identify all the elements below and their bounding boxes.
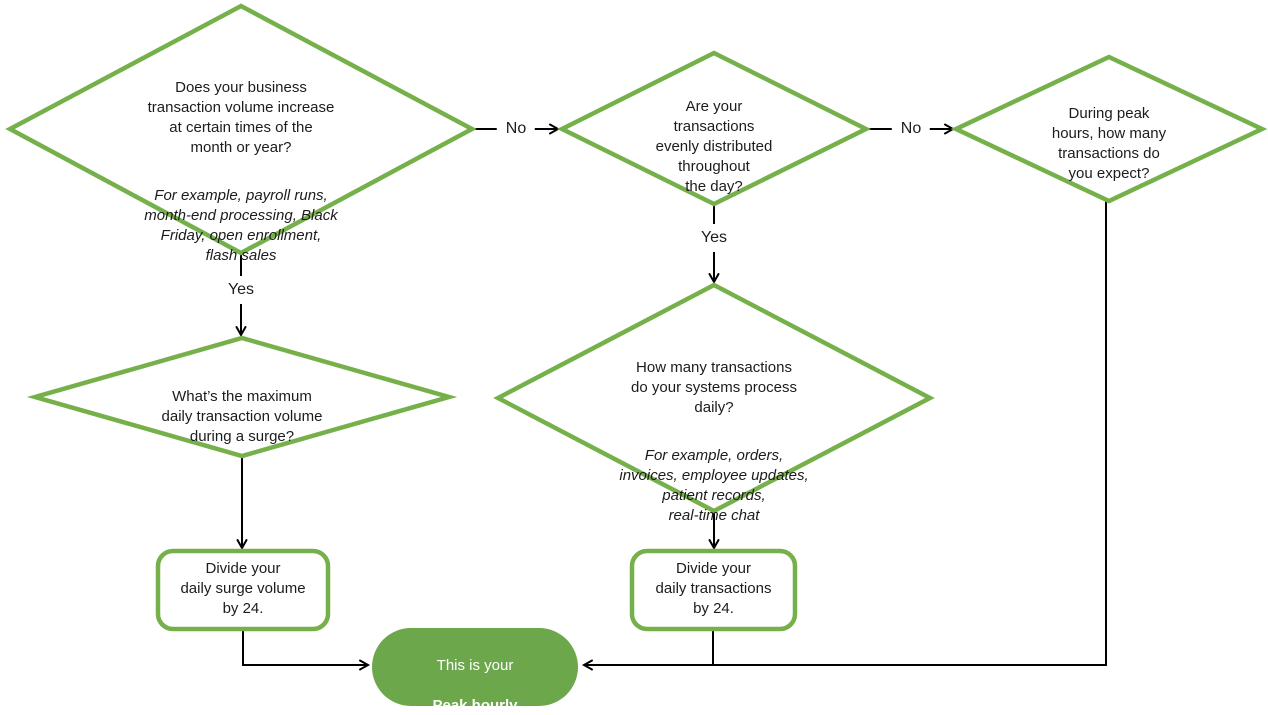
result-emphasis: Peak hourly transaction volume (432, 697, 518, 714)
edge-peakhours-to-result (581, 201, 1107, 671)
edge-dividesurge-to-result (242, 629, 371, 671)
edge-label-distributed-no: No (891, 120, 931, 138)
decision-surge-times (5, 3, 477, 256)
surge-times-example: For example, payroll runs, month-end pro… (144, 187, 338, 264)
decision-evenly-distributed-text: Are your transactions evenly distributed… (614, 77, 814, 217)
process-divide-daily-text: Divide your daily transactions by 24. (655, 560, 772, 617)
decision-max-surge-volume-text: What’s the maximum daily transaction vol… (112, 367, 372, 467)
process-divide-surge-text: Divide your daily surge volume by 24. (180, 560, 306, 617)
decision-max-surge-volume (26, 335, 458, 459)
surge-times-question: Does your business transaction volume in… (147, 79, 335, 156)
process-divide-daily (629, 548, 798, 632)
peak-hours-question: During peak hours, how many transactions… (1051, 105, 1167, 182)
daily-volume-question: How many transactions do your systems pr… (631, 359, 797, 416)
edge-label-distributed-yes: Yes (699, 224, 729, 252)
edge-label-surge-no: No (496, 120, 536, 138)
process-divide-surge (155, 548, 331, 632)
edge-label-surge-yes: Yes (226, 276, 256, 304)
result-intro: This is your (436, 657, 514, 674)
decision-peak-hours (950, 54, 1268, 204)
max-surge-volume-question: What’s the maximum daily transaction vol… (161, 388, 323, 445)
result-node (372, 628, 578, 706)
decision-surge-times-text: Does your business transaction volume in… (103, 58, 379, 286)
evenly-distributed-question: Are your transactions evenly distributed… (655, 98, 773, 195)
result-node-text: This is your Peak hourly transaction vol… (372, 636, 578, 715)
decision-peak-hours-text: During peak hours, how many transactions… (994, 84, 1224, 204)
decision-daily-volume (493, 282, 935, 514)
daily-volume-example: For example, orders, invoices, employee … (619, 447, 809, 524)
decision-evenly-distributed (556, 50, 872, 207)
decision-daily-volume-text: How many transactions do your systems pr… (579, 338, 849, 546)
